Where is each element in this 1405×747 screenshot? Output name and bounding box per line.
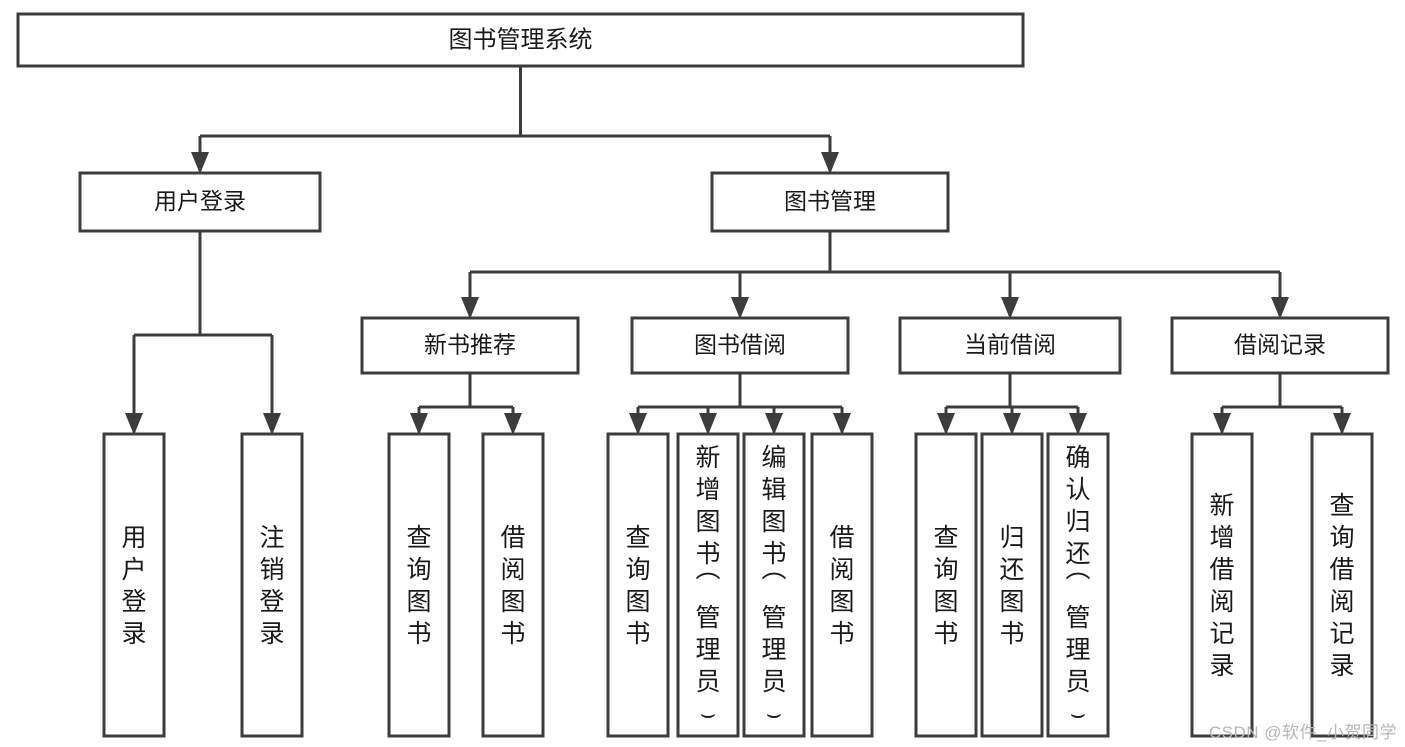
node-leaf-borrow-book-rec[interactable]: 借阅图书: [481, 432, 545, 738]
arrow-head-icon: [1003, 413, 1021, 435]
arrow-head-icon: [731, 297, 749, 319]
node-label-leaf-query-book-cur: 查询图书: [933, 524, 958, 648]
arrow-head-icon: [833, 413, 851, 435]
node-label-leaf-confirm-return: 确认归还⌒管理员⌣: [1065, 444, 1090, 728]
node-label-user-login: 用户登录: [154, 188, 246, 214]
edge-group-current-borrow: [937, 373, 1087, 435]
node-current-borrow[interactable]: 当前借阅: [898, 316, 1122, 375]
node-box-leaf-query-record[interactable]: [1310, 432, 1374, 738]
node-box-leaf-query-book-cur[interactable]: [914, 432, 978, 738]
arrow-head-icon: [125, 413, 143, 435]
node-leaf-user-login[interactable]: 用户登录: [102, 432, 166, 738]
node-box-leaf-query-book[interactable]: [606, 432, 670, 738]
arrow-head-icon: [821, 152, 839, 174]
node-box-root[interactable]: [16, 12, 1025, 68]
node-box-leaf-add-record[interactable]: [1190, 432, 1254, 738]
node-label-leaf-query-book-rec: 查询图书: [406, 524, 431, 648]
node-leaf-return-book[interactable]: 归还图书: [980, 432, 1044, 738]
node-leaf-borrow-book[interactable]: 借阅图书: [810, 432, 874, 738]
node-label-book-borrow: 图书借阅: [694, 332, 786, 358]
edge-group-new-book-rec: [410, 373, 522, 435]
node-label-leaf-borrow-book: 借阅图书: [829, 524, 854, 648]
node-box-leaf-query-book-rec[interactable]: [387, 432, 451, 738]
node-leaf-query-book[interactable]: 查询图书: [606, 432, 670, 738]
node-label-leaf-query-book: 查询图书: [625, 524, 650, 648]
node-label-leaf-query-record: 查询借阅记录: [1329, 492, 1354, 680]
arrow-head-icon: [629, 413, 647, 435]
node-box-leaf-logout[interactable]: [240, 432, 304, 738]
node-label-borrow-record: 借阅记录: [1234, 332, 1326, 358]
node-new-book-rec[interactable]: 新书推荐: [360, 316, 580, 375]
node-label-root: 图书管理系统: [449, 26, 593, 53]
arrow-head-icon: [410, 413, 428, 435]
node-box-new-book-rec[interactable]: [360, 316, 580, 375]
node-label-current-borrow: 当前借阅: [964, 332, 1056, 358]
node-box-book-manage[interactable]: [710, 171, 950, 233]
node-label-leaf-edit-book: 编辑图书⌒管理员⌣: [761, 444, 786, 728]
node-leaf-logout[interactable]: 注销登录: [240, 432, 304, 738]
node-box-leaf-user-login[interactable]: [102, 432, 166, 738]
node-label-leaf-add-record: 新增借阅记录: [1209, 492, 1234, 680]
node-box-leaf-add-book[interactable]: [676, 432, 740, 738]
connector-layer: [125, 66, 1351, 435]
node-label-leaf-add-book: 新增图书⌒管理员⌣: [695, 444, 720, 728]
node-leaf-confirm-return[interactable]: 确认归还⌒管理员⌣: [1046, 432, 1110, 738]
edge-group-book-manage: [461, 231, 1289, 319]
node-box-leaf-confirm-return[interactable]: [1046, 432, 1110, 738]
node-box-leaf-edit-book[interactable]: [742, 432, 806, 738]
node-label-book-manage: 图书管理: [784, 188, 876, 214]
node-box-borrow-record[interactable]: [1170, 316, 1390, 375]
arrow-head-icon: [461, 297, 479, 319]
node-book-borrow[interactable]: 图书借阅: [630, 316, 850, 375]
node-box-leaf-return-book[interactable]: [980, 432, 1044, 738]
edge-group-root: [191, 66, 839, 174]
node-borrow-record[interactable]: 借阅记录: [1170, 316, 1390, 375]
node-box-book-borrow[interactable]: [630, 316, 850, 375]
arrow-head-icon: [937, 413, 955, 435]
node-label-leaf-borrow-book-rec: 借阅图书: [500, 524, 525, 648]
node-user-login[interactable]: 用户登录: [78, 171, 322, 233]
arrow-head-icon: [504, 413, 522, 435]
edge-group-user-login: [125, 231, 281, 435]
node-box-leaf-borrow-book-rec[interactable]: [481, 432, 545, 738]
arrow-head-icon: [263, 413, 281, 435]
node-leaf-edit-book[interactable]: 编辑图书⌒管理员⌣: [742, 432, 806, 738]
arrow-head-icon: [1271, 297, 1289, 319]
arrow-head-icon: [1069, 413, 1087, 435]
node-leaf-add-book[interactable]: 新增图书⌒管理员⌣: [676, 432, 740, 738]
node-label-new-book-rec: 新书推荐: [424, 332, 516, 358]
node-label-leaf-return-book: 归还图书: [999, 524, 1024, 648]
node-leaf-add-record[interactable]: 新增借阅记录: [1190, 432, 1254, 738]
node-box-user-login[interactable]: [78, 171, 322, 233]
node-book-manage[interactable]: 图书管理: [710, 171, 950, 233]
arrow-head-icon: [1333, 413, 1351, 435]
arrow-head-icon: [765, 413, 783, 435]
node-box-current-borrow[interactable]: [898, 316, 1122, 375]
node-leaf-query-book-cur[interactable]: 查询图书: [914, 432, 978, 738]
node-box-leaf-borrow-book[interactable]: [810, 432, 874, 738]
node-leaf-query-book-rec[interactable]: 查询图书: [387, 432, 451, 738]
arrow-head-icon: [191, 152, 209, 174]
node-layer: 图书管理系统用户登录图书管理新书推荐图书借阅当前借阅借阅记录用户登录注销登录查询…: [16, 12, 1390, 738]
node-label-leaf-user-login: 用户登录: [121, 524, 146, 648]
arrow-head-icon: [1001, 297, 1019, 319]
arrow-head-icon: [699, 413, 717, 435]
arrow-head-icon: [1213, 413, 1231, 435]
node-leaf-query-record[interactable]: 查询借阅记录: [1310, 432, 1374, 738]
node-root[interactable]: 图书管理系统: [16, 12, 1025, 68]
node-label-leaf-logout: 注销登录: [259, 524, 284, 648]
edge-group-book-borrow: [629, 373, 851, 435]
edge-group-borrow-record: [1213, 373, 1351, 435]
